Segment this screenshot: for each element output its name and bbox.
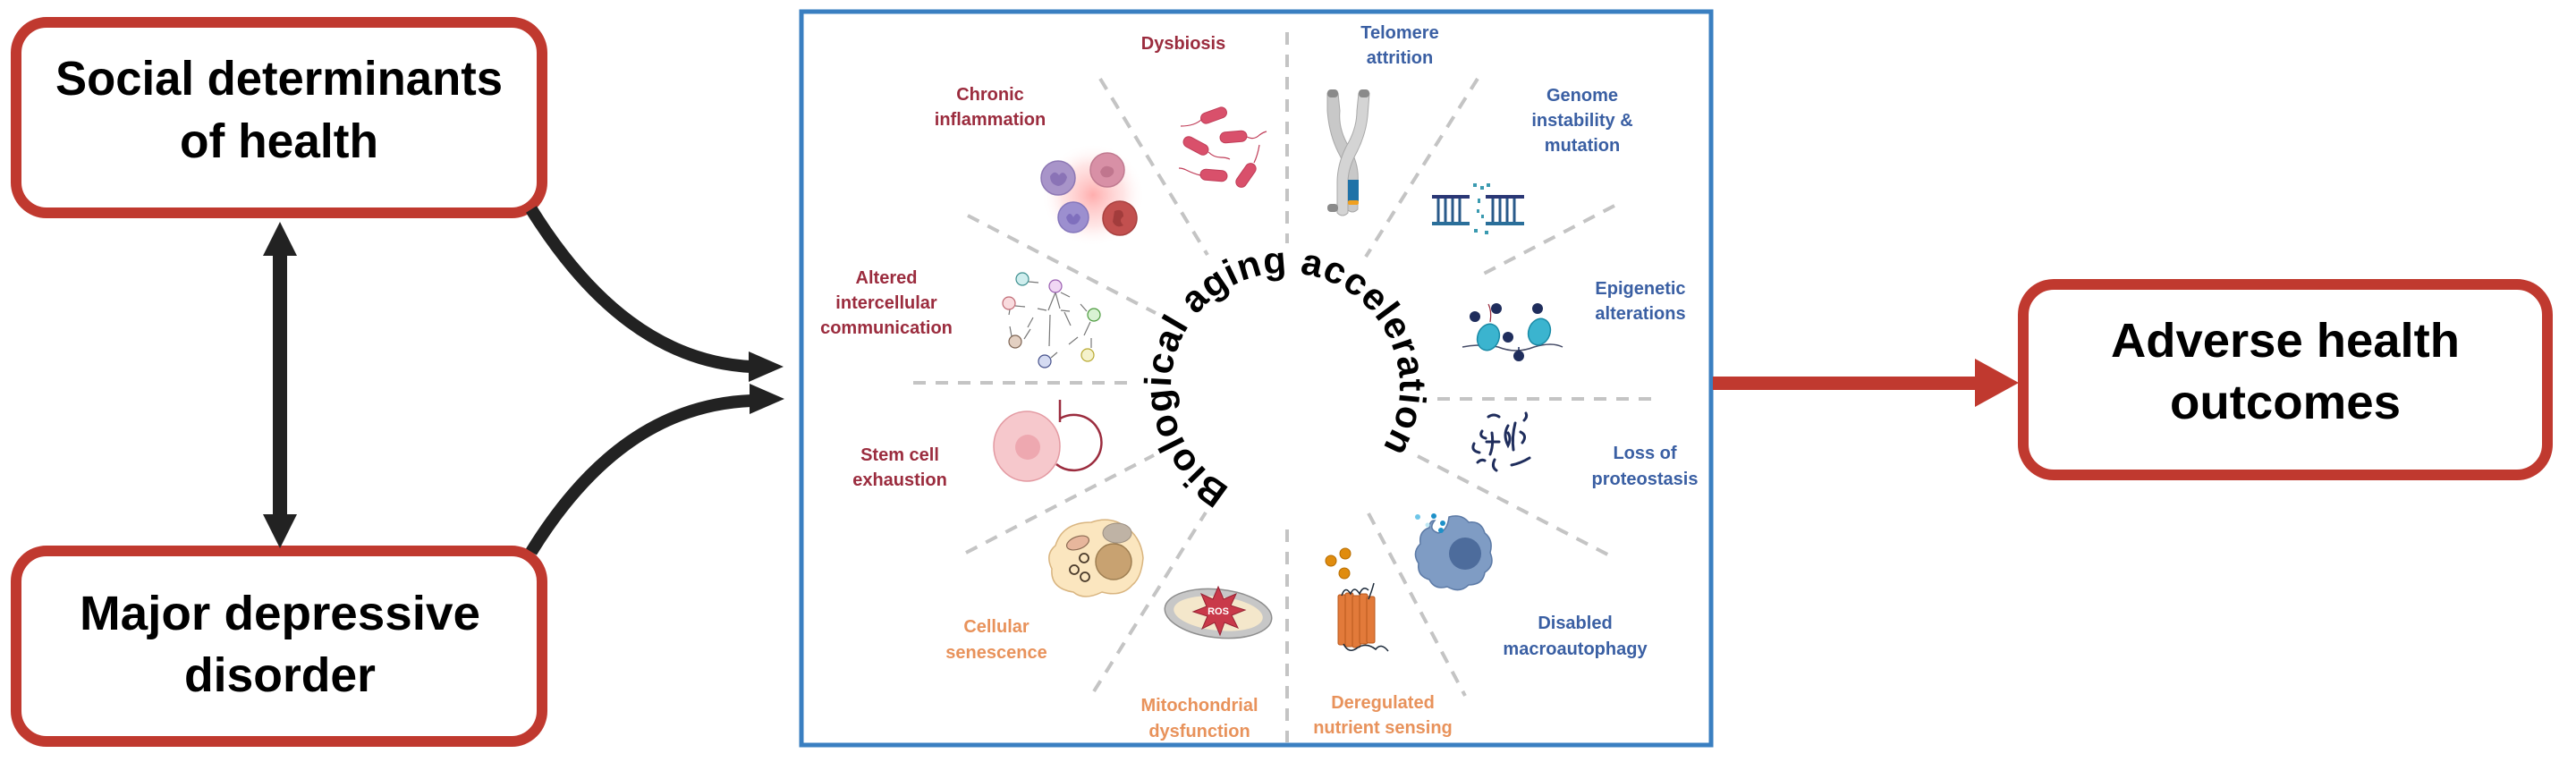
- bidirectional-arrow: [263, 222, 297, 548]
- hallmark-label: Genome: [1546, 86, 1618, 106]
- hallmark-label: Chronic: [956, 85, 1024, 105]
- arrow-head: [1975, 359, 2019, 407]
- arrow-shaft: [273, 254, 287, 517]
- hallmark-autophagy: Disabled macroautophagy: [1414, 513, 1648, 659]
- hallmark-epigenetic: Epigenetic alterations: [1462, 279, 1686, 361]
- hallmark-label: macroautophagy: [1503, 639, 1648, 659]
- box-label-line1: Social determinants: [55, 52, 503, 106]
- arrow-head: [749, 351, 784, 382]
- hallmark-senescence: Cellular senescence: [945, 519, 1144, 663]
- hallmark-label: Dysbiosis: [1141, 34, 1225, 54]
- hallmark-label: alterations: [1595, 304, 1685, 324]
- hallmark-label: Telomere: [1360, 23, 1438, 43]
- hallmark-label: Mitochondrial: [1140, 696, 1258, 715]
- hallmark-dysbiosis: Dysbiosis: [1141, 34, 1267, 188]
- hallmark-proteostasis: Loss of proteostasis: [1471, 411, 1699, 489]
- arrow-head-down: [263, 514, 297, 548]
- senescent-cell-icon: [1048, 519, 1144, 597]
- box-label-line1: Major depressive: [80, 587, 480, 640]
- adverse-outcomes-box: Adverse health outcomes: [2018, 279, 2553, 480]
- hallmark-telomere: Telomere attrition: [1326, 23, 1439, 216]
- hallmarks-panel: Biological aging acceleration Dysbiosis …: [799, 9, 1714, 748]
- hallmark-nutrient: Deregulated nutrient sensing: [1313, 547, 1453, 738]
- ros-label: ROS: [1208, 606, 1229, 617]
- box-label-line2: disorder: [184, 648, 376, 702]
- box-frame: [11, 546, 547, 747]
- hallmark-label: intercellular: [835, 293, 937, 313]
- hallmark-genome: Genome instability & mutation: [1432, 86, 1633, 234]
- autophagy-cell-icon: [1414, 513, 1493, 591]
- arrow-mdd-to-aging: [526, 394, 752, 555]
- hallmark-label: Deregulated: [1331, 693, 1435, 713]
- hallmark-label: Stem cell: [860, 445, 939, 465]
- stem-cell-icon: [993, 400, 1103, 482]
- cell-network-icon: [1002, 272, 1101, 368]
- sector-dividers: [913, 32, 1660, 742]
- hallmark-label: communication: [820, 318, 953, 338]
- hallmark-mitochondrial: Mitochondrial dysfunction ROS: [1140, 585, 1273, 741]
- box-label-line1: Adverse health: [2111, 314, 2460, 368]
- social-determinants-box: Social determinants of health: [11, 17, 547, 218]
- arrow-shaft: [1713, 377, 1977, 390]
- converging-arrows: [526, 206, 784, 555]
- hallmark-label: dysfunction: [1148, 722, 1250, 741]
- chromosome-icon: [1326, 89, 1370, 216]
- hallmark-label: Loss of: [1613, 444, 1676, 463]
- hallmark-label: proteostasis: [1592, 470, 1699, 489]
- hallmark-label: exhaustion: [852, 470, 947, 490]
- divider: [1417, 454, 1615, 560]
- divider: [1479, 204, 1615, 277]
- hallmark-label: nutrient sensing: [1313, 718, 1453, 738]
- divider: [1367, 512, 1467, 697]
- arrow-head: [750, 384, 784, 414]
- arrow-social-to-aging: [526, 206, 752, 373]
- ros-star-icon: [1191, 585, 1247, 637]
- arrow-head-up: [263, 222, 297, 256]
- hallmark-label: Cellular: [963, 617, 1030, 637]
- dna-break-icon: [1432, 183, 1524, 234]
- hallmark-label: inflammation: [935, 110, 1046, 130]
- bacteria-icon: [1178, 106, 1267, 188]
- hallmark-label: attrition: [1367, 48, 1433, 68]
- mitochondrion-icon: ROS: [1164, 585, 1273, 639]
- hallmark-label: senescence: [945, 643, 1046, 663]
- divider: [1098, 77, 1209, 257]
- box-frame: [11, 17, 547, 218]
- box-label-line2: outcomes: [2170, 376, 2401, 429]
- misfolded-protein-icon: [1471, 411, 1531, 472]
- hallmark-stem-cell: Stem cell exhaustion: [852, 400, 1103, 490]
- hallmark-label: Disabled: [1538, 614, 1612, 633]
- box-label-line2: of health: [180, 114, 378, 168]
- hallmark-intercellular: Altered intercellular communication: [820, 268, 1101, 368]
- immune-cells-icon: [1040, 143, 1145, 247]
- box-frame: [2018, 279, 2553, 480]
- hallmark-label: Altered: [856, 268, 918, 288]
- nucleosome-icon: [1462, 303, 1563, 361]
- hallmark-label: instability &: [1531, 111, 1632, 131]
- hallmark-label: mutation: [1545, 136, 1620, 156]
- receptor-icon: [1325, 547, 1389, 652]
- outcome-arrow: [1713, 359, 2019, 407]
- major-depressive-disorder-box: Major depressive disorder: [11, 546, 547, 747]
- hallmark-label: Epigenetic: [1595, 279, 1685, 299]
- hallmark-inflammation: Chronic inflammation: [935, 85, 1145, 247]
